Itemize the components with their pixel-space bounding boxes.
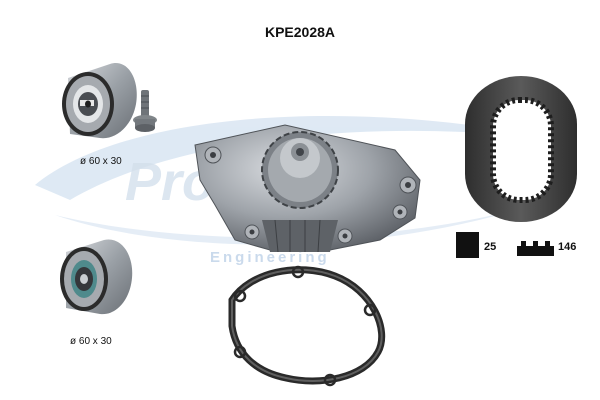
tensioner-bolt xyxy=(133,90,157,132)
belt-teeth-icon xyxy=(517,241,554,256)
product-code: KPE2028A xyxy=(264,24,336,40)
roller-bottom-size: ø 60 x 30 xyxy=(70,336,112,347)
belt-width-icon xyxy=(456,232,479,258)
belt-width-value: 25 xyxy=(484,241,496,253)
belt-teeth-value: 146 xyxy=(558,241,576,253)
water-pump xyxy=(194,124,421,253)
roller-top-size: ø 60 x 30 xyxy=(80,156,122,167)
idler-roller xyxy=(60,239,133,315)
watermark-tagline: Engineering xyxy=(210,249,330,266)
timing-belt xyxy=(465,76,577,222)
pump-gasket xyxy=(228,265,386,387)
tensioner-roller xyxy=(62,63,137,139)
